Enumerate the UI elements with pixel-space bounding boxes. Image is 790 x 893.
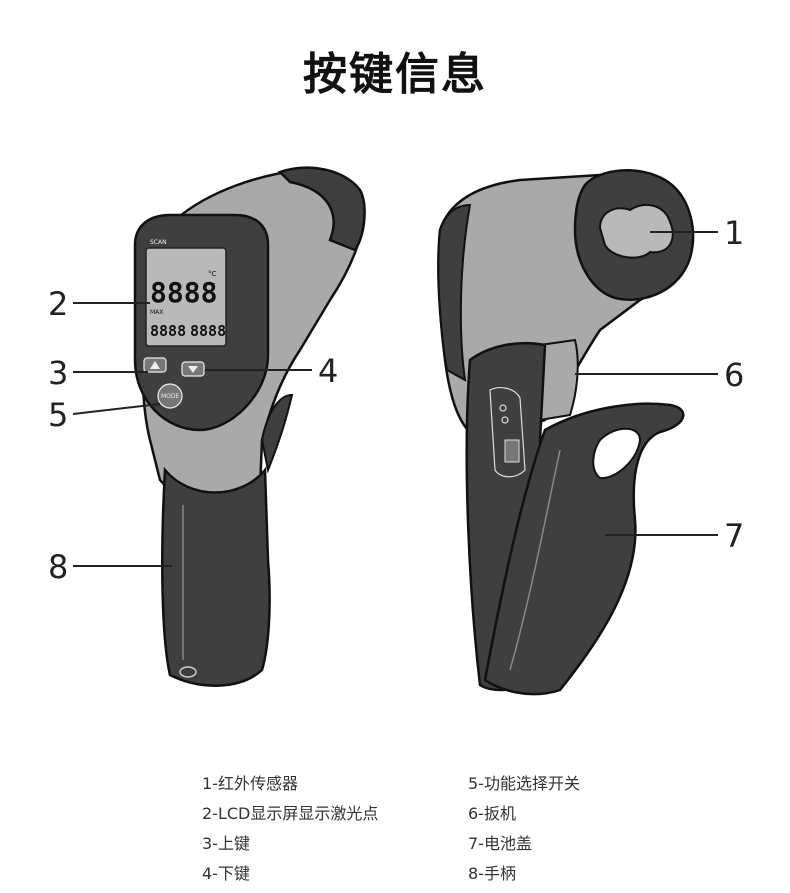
callout-5: 5 bbox=[48, 396, 69, 434]
front-view-device: SCAN 8888 °C °F MAX 8888 8888 MODE bbox=[133, 166, 366, 687]
legend-item-3: 3-上键 bbox=[202, 834, 250, 853]
front-trigger-edge bbox=[260, 393, 294, 474]
battery-cover-edge bbox=[509, 449, 561, 671]
mode-button bbox=[157, 383, 183, 409]
callout-6: 6 bbox=[724, 356, 745, 394]
callout-7: 7 bbox=[724, 517, 745, 555]
battery-cover bbox=[483, 402, 685, 696]
compartment-screw-2 bbox=[501, 416, 509, 424]
front-bottom-ring bbox=[179, 666, 197, 678]
callout-8: 8 bbox=[48, 548, 69, 586]
legend-item-4: 4-下键 bbox=[202, 864, 250, 883]
legend-item-6: 6-扳机 bbox=[468, 804, 516, 823]
up-arrow-icon bbox=[150, 361, 160, 369]
lcd-top-strip bbox=[146, 236, 226, 246]
legend-item-2: 2-LCD显示屏显示激光点 bbox=[202, 804, 379, 823]
lcd-max-label: MAX bbox=[150, 309, 163, 316]
lcd-sub-digits-right: 8888 bbox=[190, 322, 226, 340]
legend-item-5: 5-功能选择开关 bbox=[468, 774, 580, 793]
callout-3: 3 bbox=[48, 354, 69, 392]
front-handle bbox=[161, 466, 271, 687]
lcd-top-label: SCAN bbox=[150, 239, 167, 246]
lcd-screen bbox=[145, 247, 227, 347]
down-arrow-icon bbox=[188, 366, 198, 373]
battery-compartment bbox=[489, 387, 526, 478]
compartment-screw-1 bbox=[499, 404, 507, 412]
legend-item-8: 8-手柄 bbox=[468, 864, 516, 883]
leader-line-5 bbox=[72, 403, 161, 415]
legend-item-7: 7-电池盖 bbox=[468, 834, 532, 853]
callout-2: 2 bbox=[48, 285, 69, 323]
page-title: 按键信息 bbox=[303, 49, 487, 100]
callout-1: 1 bbox=[724, 214, 745, 252]
legend-item-1: 1-红外传感器 bbox=[202, 774, 298, 793]
front-nozzle bbox=[277, 166, 366, 252]
infrared-sensor-lens bbox=[598, 203, 674, 259]
lcd-unit-c: °C bbox=[208, 270, 217, 278]
rear-view-device bbox=[437, 169, 695, 696]
lcd-sub-digits-left: 8888 bbox=[150, 322, 186, 340]
lcd-main-digits: 8888 bbox=[150, 276, 217, 309]
battery-cover-clip bbox=[592, 427, 642, 480]
leader-lines bbox=[72, 231, 718, 567]
mode-button-label: MODE bbox=[161, 393, 180, 400]
battery-contact bbox=[504, 439, 520, 463]
lcd-unit-f: °F bbox=[208, 282, 216, 290]
callout-4: 4 bbox=[318, 352, 339, 390]
rear-back-dark bbox=[437, 203, 472, 382]
